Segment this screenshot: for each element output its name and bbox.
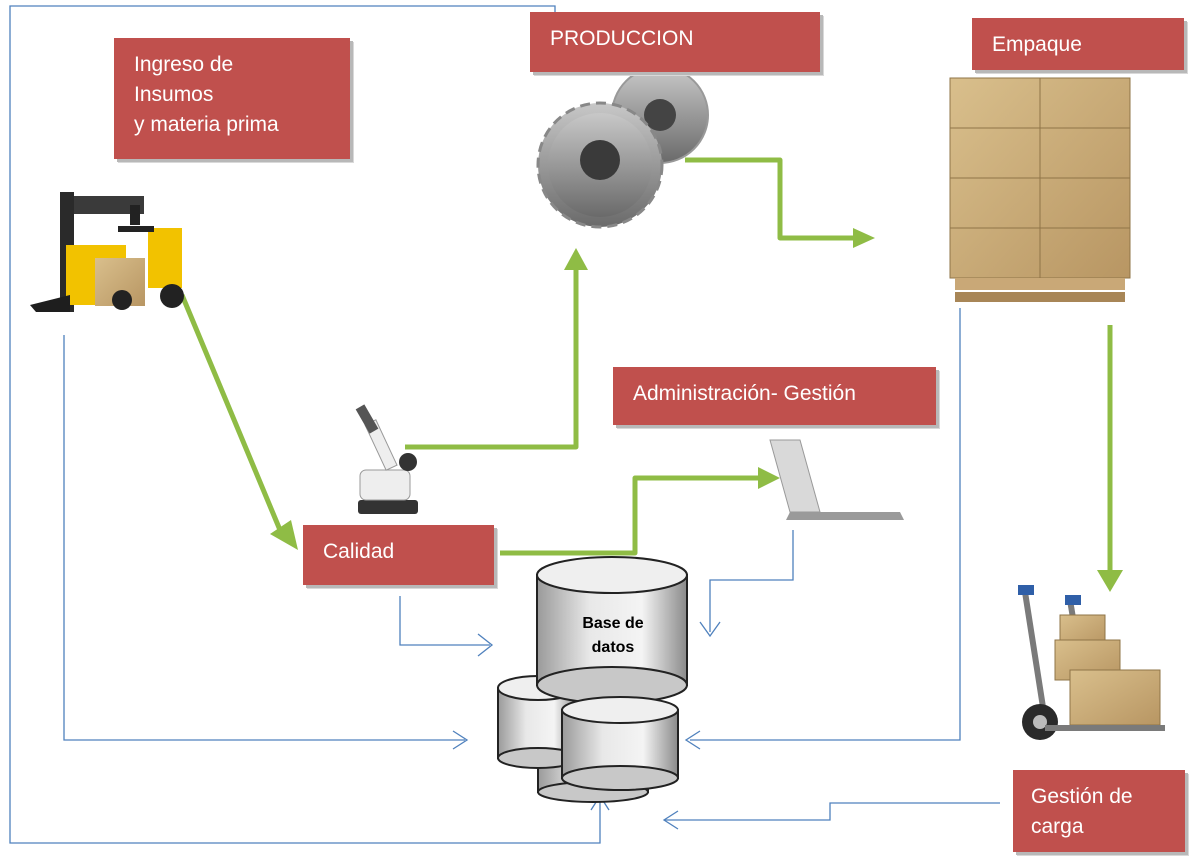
gears-icon xyxy=(536,66,709,229)
label-calidad: Calidad xyxy=(303,525,494,585)
label-calidad-text: Calidad xyxy=(323,540,395,563)
label-produccion: PRODUCCION xyxy=(530,12,820,72)
process-flow-arrows xyxy=(179,157,1113,575)
label-empaque-text: Empaque xyxy=(992,33,1082,56)
label-produccion-text: PRODUCCION xyxy=(550,27,694,50)
process-flow-arrowheads xyxy=(270,228,1123,592)
label-gestion-carga: Gestión de carga xyxy=(1013,770,1185,852)
label-ingreso-insumos: Ingreso de Insumos y materia prima xyxy=(114,38,350,159)
database-label: Base de datos xyxy=(582,615,644,656)
microscope-icon xyxy=(355,404,418,514)
label-administracion-text: Administración- Gestión xyxy=(633,382,856,405)
label-empaque: Empaque xyxy=(972,18,1184,70)
data-flow-lines xyxy=(9,5,1000,844)
database-icon xyxy=(497,556,688,803)
label-administracion: Administración- Gestión xyxy=(613,367,936,425)
label-ingreso-text: Ingreso de Insumos y materia prima xyxy=(134,53,279,136)
db-cylinder-right xyxy=(561,696,679,791)
forklift-icon xyxy=(30,192,184,312)
db-cylinder-main xyxy=(536,556,688,704)
laptop-icon xyxy=(769,439,904,520)
boxes-pallet-icon xyxy=(949,77,1131,302)
hand-truck-icon xyxy=(1018,585,1165,740)
label-gestion-carga-text: Gestión de carga xyxy=(1031,785,1133,838)
